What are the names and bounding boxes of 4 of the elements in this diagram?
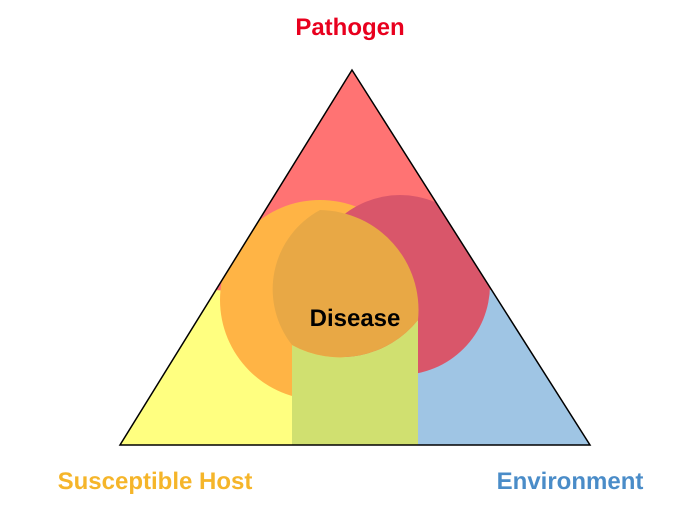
host-label: Susceptible Host bbox=[58, 468, 252, 495]
center-label: Disease bbox=[310, 305, 400, 332]
environment-label: Environment bbox=[496, 468, 644, 495]
pathogen-label: Pathogen bbox=[295, 14, 405, 41]
